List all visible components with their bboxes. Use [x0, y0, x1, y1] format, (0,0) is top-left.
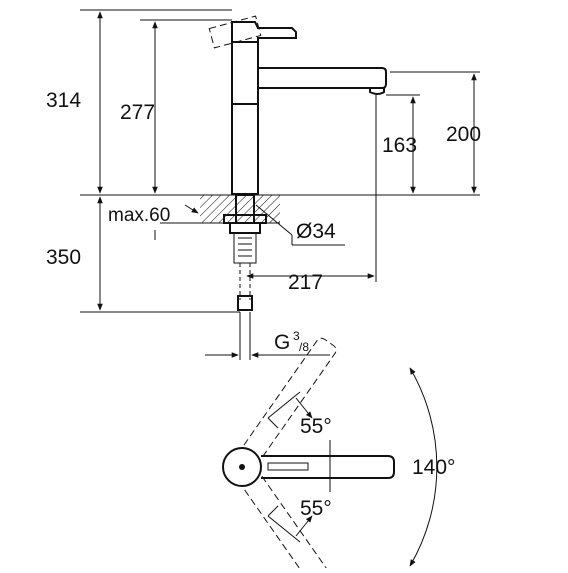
- lever-handle: [231, 21, 297, 43]
- dim-314: 314: [46, 9, 232, 194]
- dim-200-label: 200: [446, 123, 481, 146]
- arc-140: [409, 367, 438, 567]
- dim-thread: G 3 /8: [205, 312, 330, 360]
- centre-dot: [239, 464, 245, 470]
- lever-top: [267, 462, 309, 471]
- lower-column: [231, 103, 259, 195]
- dim-163: 163: [382, 94, 420, 194]
- dim-314-label: 314: [46, 89, 81, 112]
- angle-lower-label: 55°: [300, 497, 332, 520]
- dim-217: 217: [246, 95, 377, 294]
- spout-rotated-down: [243, 475, 337, 573]
- countertop: [200, 194, 280, 224]
- dim-200: 200: [390, 71, 481, 194]
- dim-217-label: 217: [288, 271, 323, 294]
- lever-rotations: [267, 391, 313, 543]
- angle-upper-label: 55°: [300, 415, 332, 438]
- dim-350: 350: [46, 196, 240, 313]
- dim-max60-label: max.60: [108, 205, 170, 226]
- angle-total-label: 140°: [412, 456, 455, 479]
- upper-column: [231, 41, 259, 105]
- dim-dia34: Ø34: [255, 204, 345, 246]
- body-circle: [222, 447, 262, 487]
- side-view: 314 277 200 163 max.60: [46, 9, 481, 360]
- lever-alt-position: [208, 15, 262, 49]
- dim-350-label: 350: [46, 246, 81, 269]
- thread-numerator: 3: [293, 329, 300, 343]
- dim-dia34-label: Ø34: [296, 220, 336, 243]
- dim-163-label: 163: [382, 134, 417, 157]
- dim-277-label: 277: [120, 101, 155, 124]
- faucet-body: [208, 15, 387, 195]
- dim-277: 277: [120, 19, 232, 194]
- spout-rotated-up: [243, 337, 337, 459]
- spout: [258, 67, 387, 89]
- spout-top: [261, 455, 395, 479]
- top-view: 55° 55° 140°: [222, 337, 455, 573]
- aerator: [369, 88, 385, 95]
- thread-g-label: G: [274, 331, 290, 354]
- shank-assembly: [223, 194, 267, 311]
- dim-max60: max.60: [108, 204, 200, 226]
- thread-denominator: /8: [299, 340, 309, 354]
